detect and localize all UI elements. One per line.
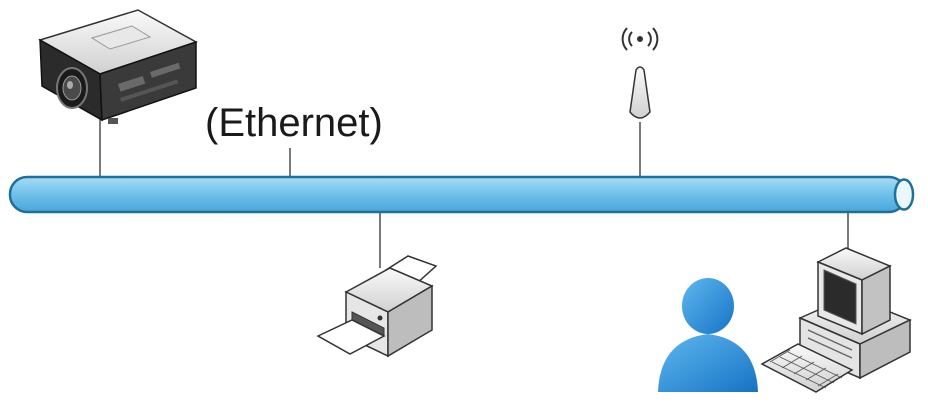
ethernet-label: (Ethernet)	[205, 101, 383, 145]
desktop-computer-icon	[760, 247, 912, 393]
ethernet-bus	[8, 175, 915, 214]
projector-icon	[38, 9, 198, 124]
antenna-icon	[621, 27, 659, 119]
person-icon	[658, 278, 758, 392]
printer-icon	[316, 255, 438, 358]
